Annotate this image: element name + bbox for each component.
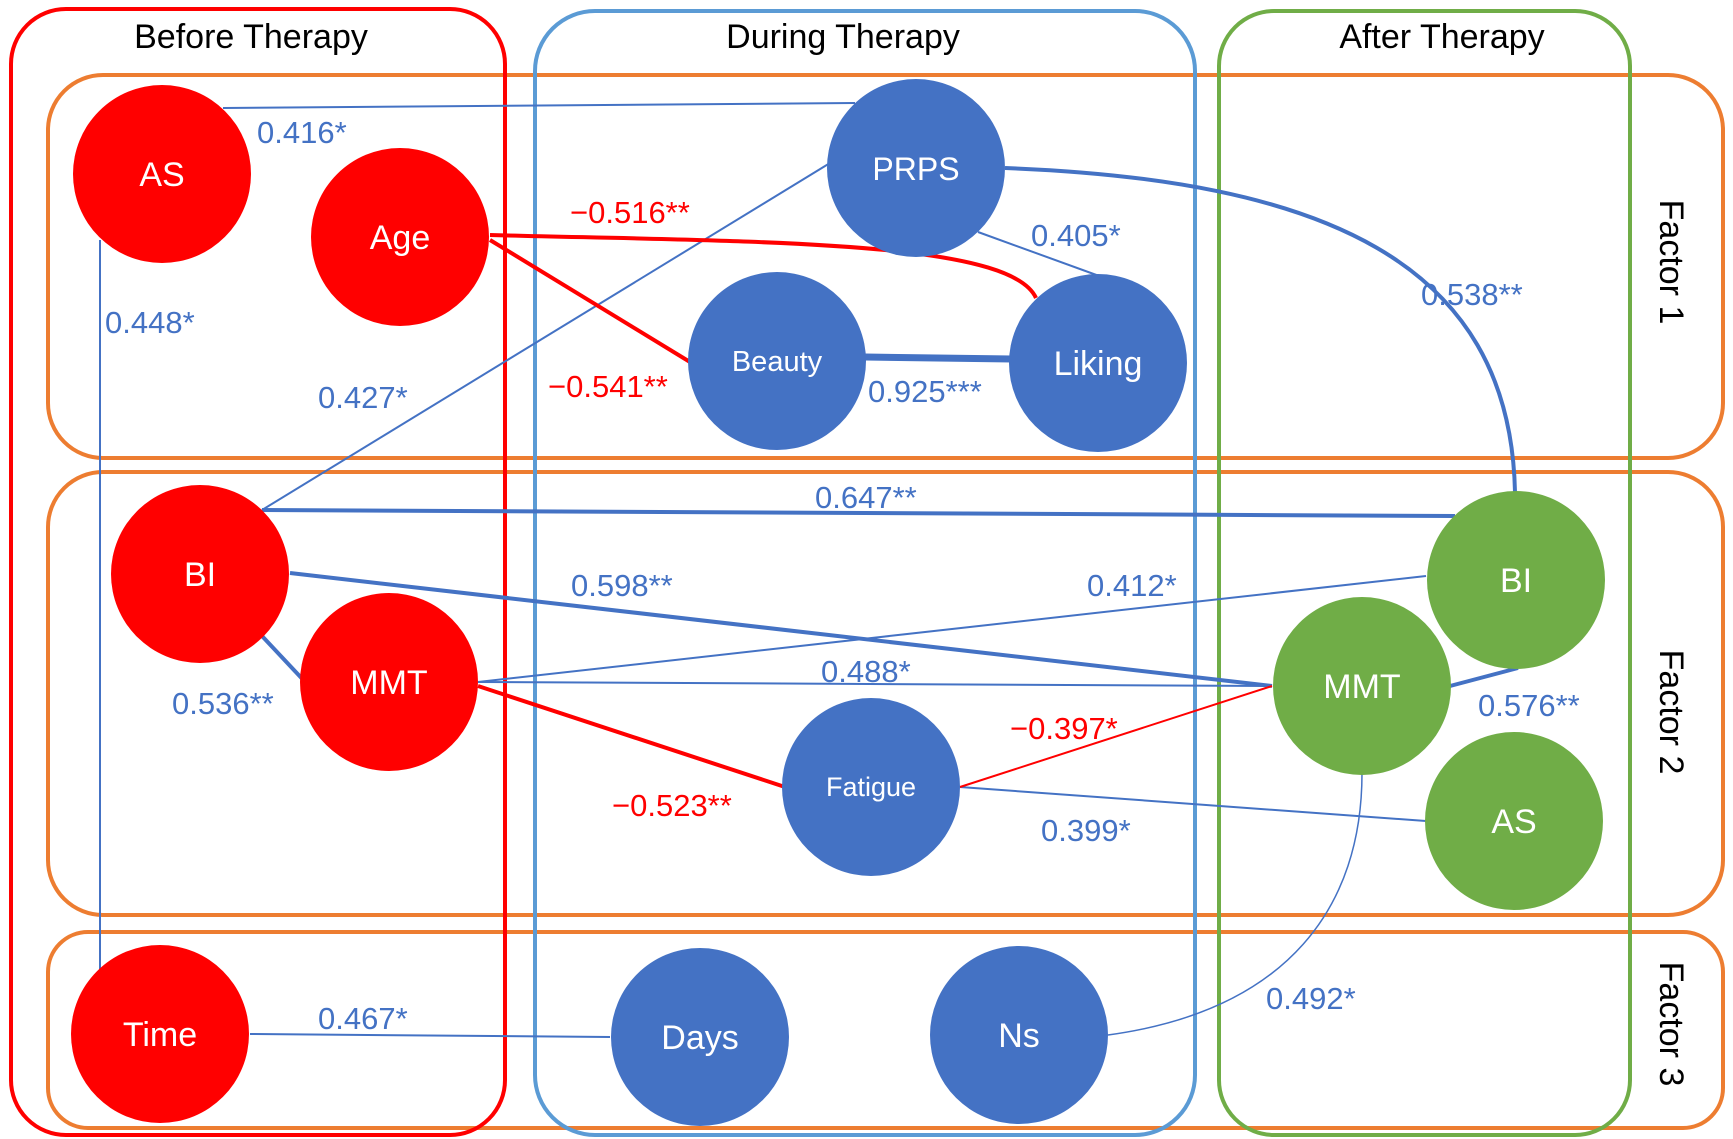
edge-bi-bi-after [261,508,1456,518]
edge-label-mmt-mmt-after: 0.488* [821,654,911,689]
edge-label-bi-mmt-before: 0.536** [172,686,274,721]
node-mmt-after: MMT [1273,597,1451,775]
edge-label-bi-mmt-after: 0.598** [571,568,673,603]
during-therapy-box [533,9,1197,1137]
factor-3-title: Factor 3 [1652,962,1690,1087]
edge-label-fatigue-mmt-after: −0.397* [1010,711,1118,746]
node-liking: Liking [1009,274,1187,452]
node-beauty: Beauty [688,272,866,450]
node-time: Time [71,945,249,1123]
after-therapy-title: After Therapy [1339,18,1544,56]
node-label: BI [1500,562,1532,600]
node-days: Days [611,948,789,1126]
node-label: Time [123,1016,197,1054]
edge-label-ns-mmt-after: 0.492* [1266,981,1356,1016]
edge-prps-liking [977,231,1103,278]
node-fatigue: Fatigue [782,698,960,876]
node-label: Beauty [732,346,823,378]
edge-label-as-prps: 0.416* [257,115,347,150]
edge-label-age-liking: −0.516** [570,195,690,230]
node-label: AS [1491,803,1536,841]
edge-label-mmt-bi-after: 0.412* [1087,568,1177,603]
node-ns: Ns [930,946,1108,1124]
edge-mmt-bi-after [477,575,1427,683]
edge-label-time-days: 0.467* [318,1001,408,1036]
factor-1-box [46,73,1725,460]
edge-time-days [249,1033,611,1038]
node-label: Ns [998,1017,1040,1055]
edge-bi-prps [261,162,831,511]
edge-label-prps-bi-after: 0.538** [1421,277,1523,312]
node-label: MMT [350,664,427,702]
after-therapy-box [1217,9,1632,1137]
node-label: BI [184,556,216,594]
edge-bi-mmt-after [289,571,1273,688]
factor-2-box [46,470,1725,917]
node-bi-after: BI [1427,491,1605,669]
edge-label-beauty-liking: 0.925*** [868,374,982,409]
node-label: AS [139,156,184,194]
node-bi-before: BI [111,485,289,663]
edge-mmt-after-bi-after [1449,666,1519,688]
edge-label-age-beauty: −0.541** [548,369,668,404]
node-label: PRPS [872,151,959,187]
factor-1-title: Factor 1 [1652,200,1690,325]
node-label: MMT [1323,668,1400,706]
factor-3-box [46,930,1725,1130]
during-therapy-title: During Therapy [726,18,960,56]
edge-label-mmt-fatigue: −0.523** [612,788,732,823]
edge-prps-bi-after [1004,166,1517,493]
edge-as-prps [222,102,856,109]
node-label: Age [370,219,431,257]
edge-fatigue-as-after [959,786,1427,822]
edge-label-bi-bi-after: 0.647** [815,480,917,515]
edge-mmt-mmt-after [477,681,1273,687]
edge-age-liking [489,233,1038,299]
node-as-after: AS [1425,732,1603,910]
edge-ns-mmt-after [1107,772,1363,1036]
node-age: Age [311,148,489,326]
edge-label-as-time: 0.448* [105,305,195,340]
edge-mmt-fatigue [477,684,786,789]
node-label: Liking [1054,345,1143,383]
edge-age-beauty [488,238,692,364]
edge-label-prps-liking: 0.405* [1031,218,1121,253]
node-label: Days [661,1019,738,1057]
node-as-before: AS [73,85,251,263]
factor-2-title: Factor 2 [1652,650,1690,775]
node-label: Fatigue [826,772,916,802]
before-therapy-box [9,7,507,1137]
node-prps: PRPS [827,79,1005,257]
edge-label-mmt-after-bi-after: 0.576** [1478,688,1580,723]
edge-label-fatigue-as-after: 0.399* [1041,813,1131,848]
node-mmt-before: MMT [300,593,478,771]
edge-beauty-liking [864,353,1013,363]
edge-label-bi-prps: 0.427* [318,380,408,415]
before-therapy-title: Before Therapy [134,18,368,56]
edge-fatigue-mmt-after [959,685,1273,788]
